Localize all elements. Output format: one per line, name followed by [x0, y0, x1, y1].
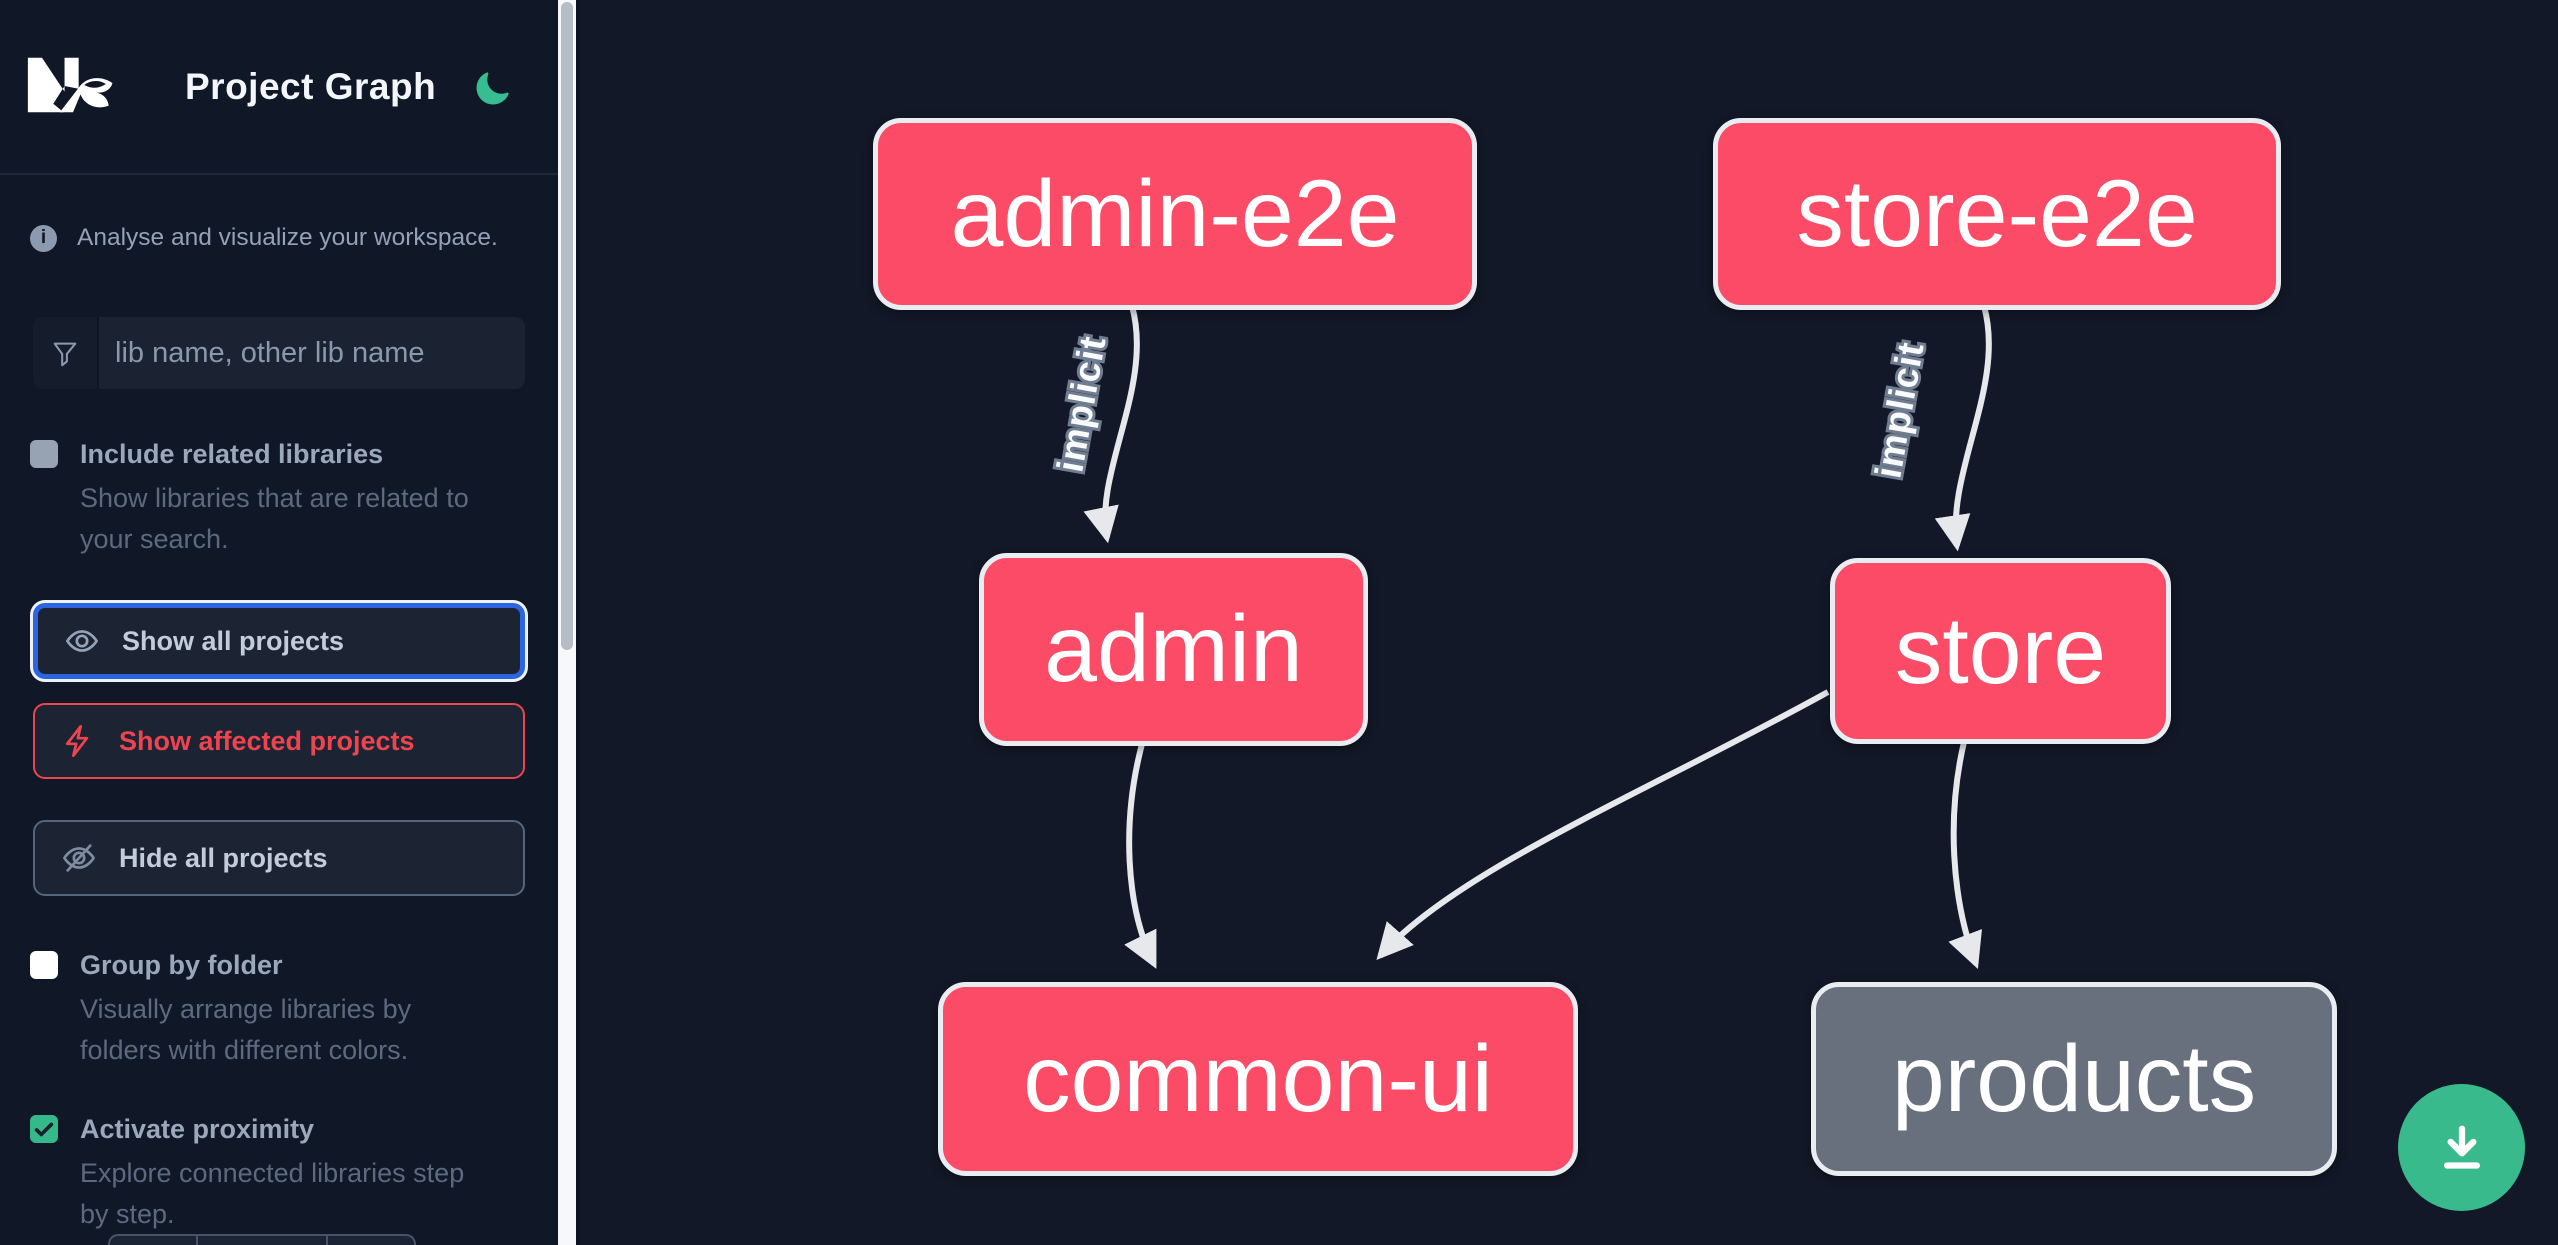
- edge-store-e2e-store: [1934, 305, 1992, 552]
- group-by-folder-description: Visually arrange libraries by folders wi…: [80, 994, 412, 1065]
- activate-proximity-description: Explore connected libraries step by step…: [80, 1158, 465, 1229]
- page-title: Project Graph: [185, 66, 437, 107]
- bolt-icon: [65, 725, 89, 757]
- moon-icon: [476, 72, 509, 105]
- show-affected-projects-button[interactable]: Show affected projects: [33, 703, 525, 779]
- include-related-checkbox[interactable]: [30, 440, 58, 468]
- workspace-info-text: Analyse and visualize your workspace.: [77, 224, 498, 251]
- toggle-include-related: Include related libraries Show libraries…: [30, 437, 530, 560]
- activate-proximity-checkbox[interactable]: [30, 1115, 58, 1143]
- node-store-label: store: [1894, 597, 2107, 704]
- download-graph-button[interactable]: [2398, 1084, 2525, 1211]
- show-all-projects-label: Show all projects: [122, 625, 345, 656]
- group-by-folder-label: Group by folder: [80, 950, 283, 980]
- node-admin[interactable]: admin: [979, 553, 1368, 746]
- show-affected-projects-label: Show affected projects: [119, 725, 415, 756]
- info-icon: i: [30, 224, 57, 252]
- node-products[interactable]: products: [1811, 982, 2337, 1176]
- sidebar-scrollbar-track[interactable]: [558, 0, 580, 1245]
- search-input[interactable]: [99, 317, 525, 389]
- edge-admin-common-ui: [1124, 743, 1157, 969]
- hide-all-projects-label: Hide all projects: [119, 842, 328, 873]
- download-icon: [2443, 1125, 2480, 1169]
- sidebar-header: Project Graph: [0, 0, 558, 175]
- sidebar: Project Graph i Analyse and visualize yo…: [0, 0, 558, 1245]
- activate-proximity-label: Activate proximity: [80, 1114, 315, 1144]
- group-by-folder-checkbox[interactable]: [30, 951, 58, 979]
- proximity-stepper[interactable]: [108, 1234, 416, 1245]
- funnel-icon: [53, 342, 77, 367]
- node-products-label: products: [1891, 1025, 2257, 1132]
- node-admin-e2e-label: admin-e2e: [950, 160, 1400, 267]
- node-common-ui[interactable]: common-ui: [938, 982, 1578, 1176]
- graph-canvas[interactable]: implicit implicit admin-e2e store-e2e ad…: [580, 0, 2558, 1245]
- show-all-projects-button[interactable]: Show all projects: [33, 603, 525, 679]
- include-related-description: Show libraries that are related to your …: [80, 483, 469, 554]
- toggle-group-by-folder: Group by folder Visually arrange librari…: [30, 948, 530, 1071]
- hide-all-projects-button[interactable]: Hide all projects: [33, 820, 525, 896]
- sidebar-scrollbar-thumb[interactable]: [561, 2, 573, 650]
- workspace-info-row: i Analyse and visualize your workspace.: [30, 224, 530, 252]
- node-common-ui-label: common-ui: [1023, 1025, 1493, 1132]
- include-related-label: Include related libraries: [80, 439, 384, 469]
- eye-slash-icon: [63, 844, 95, 872]
- nx-logo-icon: [27, 57, 113, 113]
- edge-store-products: [1948, 741, 1983, 970]
- node-admin-label: admin: [1044, 596, 1303, 702]
- theme-toggle-button[interactable]: [472, 70, 512, 110]
- checkmark-icon: [34, 1122, 54, 1137]
- node-store-e2e-label: store-e2e: [1796, 160, 2198, 267]
- toggle-activate-proximity: Activate proximity Explore connected lib…: [30, 1112, 530, 1235]
- edge-label-implicit-admin: implicit: [1046, 330, 1116, 479]
- node-admin-e2e[interactable]: admin-e2e: [873, 118, 1477, 310]
- edge-store-common-ui: [1376, 689, 1830, 961]
- filter-funnel-iconbox: [33, 317, 99, 389]
- node-store-e2e[interactable]: store-e2e: [1713, 118, 2281, 310]
- edge-label-implicit-store: implicit: [1864, 336, 1934, 485]
- node-store[interactable]: store: [1830, 558, 2171, 744]
- search-box: [33, 317, 525, 389]
- eye-icon: [66, 630, 98, 652]
